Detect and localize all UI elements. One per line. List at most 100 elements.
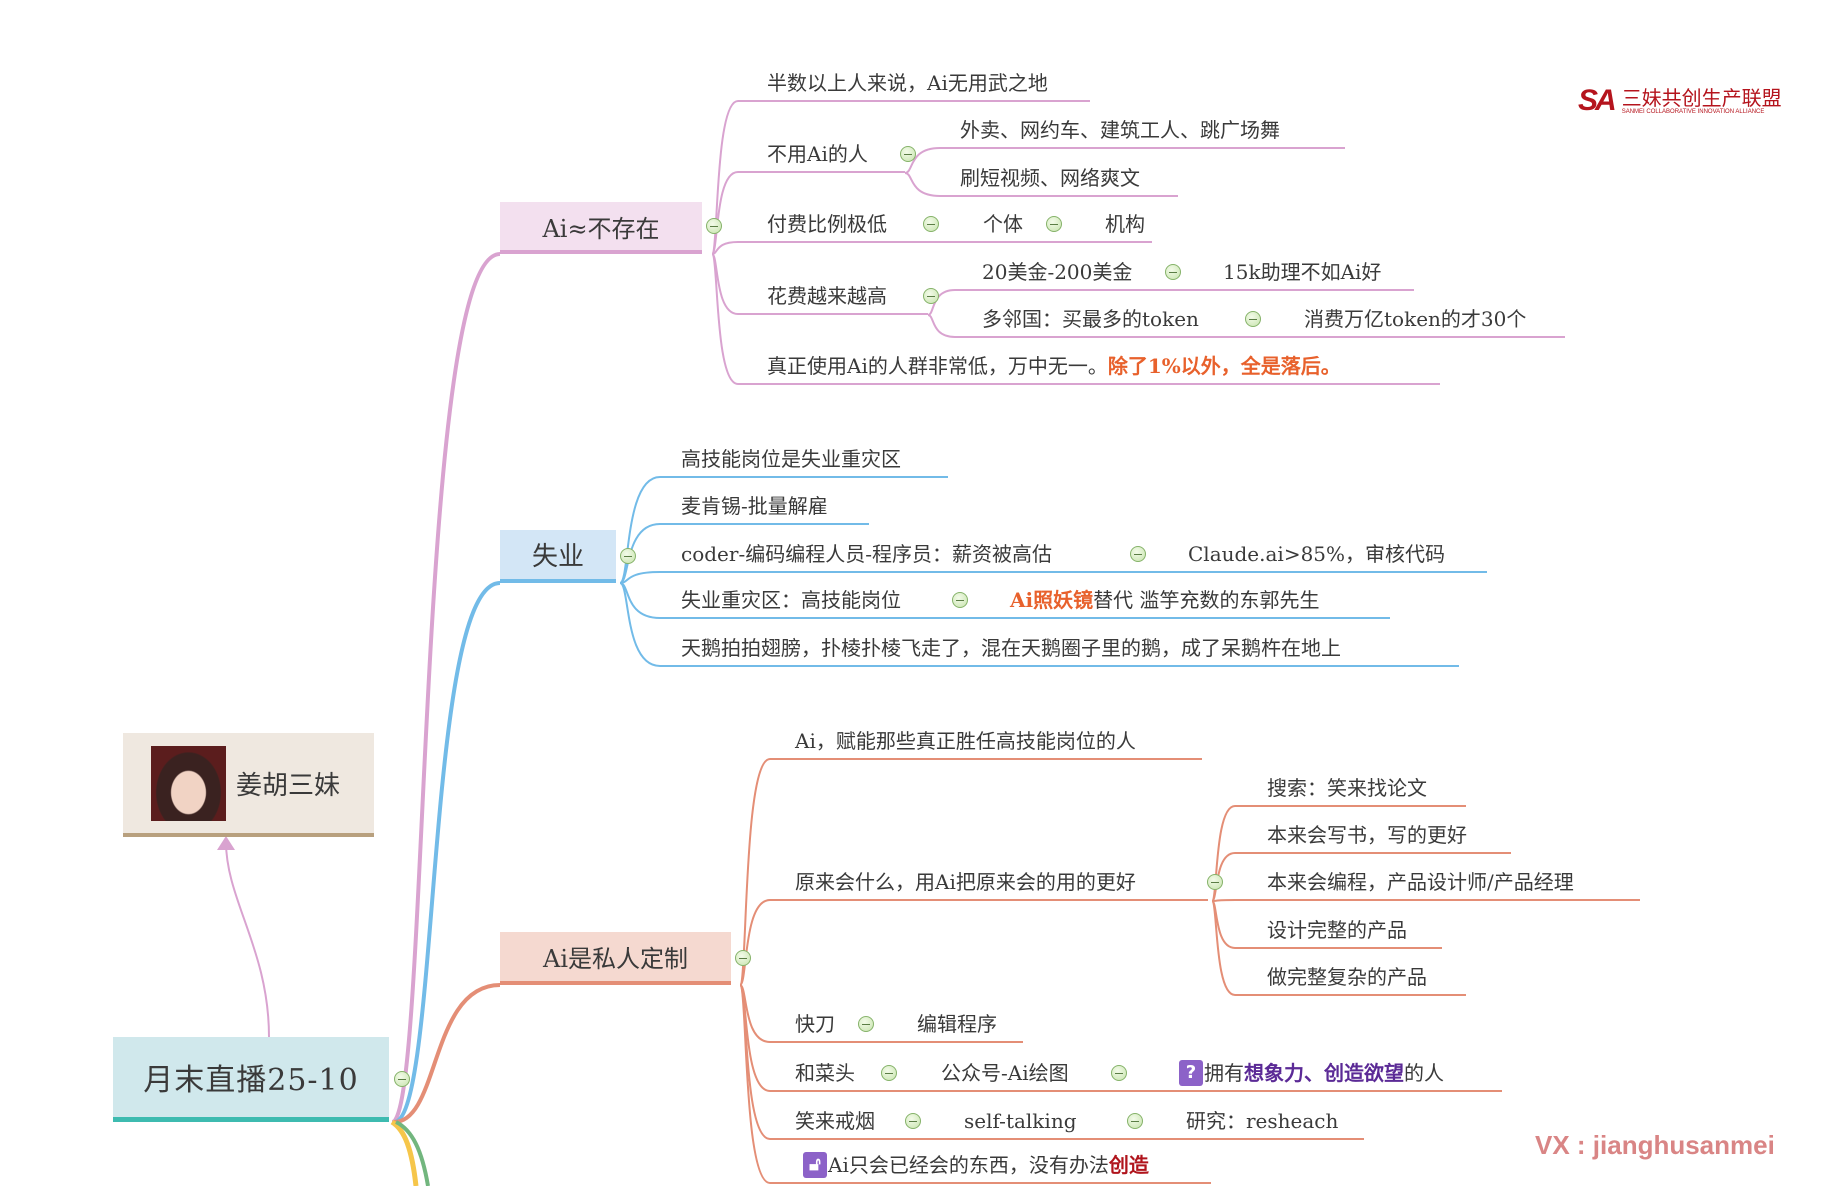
root-to-branch1-line	[390, 252, 501, 1124]
connector-curve	[711, 253, 739, 385]
root-topic[interactable]: 月末直播25-10	[113, 1037, 389, 1122]
item-text: 机构	[1105, 212, 1145, 236]
item-text-main: 真正使用Ai的人群非常低，万中无一。	[767, 354, 1108, 378]
branch-label: 失业	[531, 542, 584, 572]
highlight-text: 想象力、创造欲望	[1244, 1061, 1404, 1085]
list-item[interactable]: Ai，赋能那些真正胜任高技能岗位的人	[770, 726, 1202, 760]
item-text: 本来会编程，产品设计师/产品经理	[1267, 870, 1574, 894]
list-item[interactable]: 花费越来越高	[738, 281, 939, 315]
collapse-toggle[interactable]	[905, 1113, 921, 1129]
logo-english-name: SANMEI COLLABORATIVE INNOVATION ALLIANCE	[1621, 109, 1765, 115]
collapse-toggle[interactable]	[1130, 546, 1146, 562]
collapse-toggle[interactable]	[1046, 216, 1062, 232]
connector-curve	[927, 314, 956, 338]
branch-topic-unemployment[interactable]: 失业	[500, 530, 616, 583]
list-item[interactable]: 高技能岗位是失业重灾区	[660, 444, 948, 478]
branch-label: Ai≈不存在	[542, 214, 660, 243]
item-text: 花费越来越高	[767, 284, 887, 308]
collapse-toggle[interactable]	[923, 216, 939, 232]
item-text: Ai，赋能那些真正胜任高技能岗位的人	[795, 729, 1136, 753]
list-item[interactable]: 刷短视频、网络爽文	[940, 163, 1178, 197]
item-text-main: 替代 滥竽充数的东郭先生	[1093, 588, 1320, 612]
list-item[interactable]: 快刀 编辑程序	[770, 1009, 1023, 1043]
collapse-toggle[interactable]	[1127, 1113, 1143, 1129]
item-text: 天鹅拍拍翅膀，扑棱扑棱飞走了，混在天鹅圈子里的鹅，成了呆鹅杵在地上	[681, 636, 1341, 660]
item-text: 搜索：笑来找论文	[1267, 776, 1427, 800]
item-text: 外卖、网约车、建筑工人、跳广场舞	[960, 118, 1280, 142]
collapse-toggle[interactable]	[1245, 311, 1261, 327]
item-text: 15k助理不如Ai好	[1223, 260, 1382, 284]
item-text: 笑来戒烟	[795, 1109, 875, 1133]
root-to-branch3-line	[393, 983, 501, 1124]
watermark: VX : jianghusanmei	[1535, 1130, 1775, 1160]
list-item[interactable]: 原来会什么，用Ai把原来会的用的更好	[770, 867, 1223, 901]
item-text: 编辑程序	[917, 1012, 997, 1036]
item-text: 消费万亿token的才30个	[1304, 307, 1527, 331]
item-text: 真正使用Ai的人群非常低，万中无一。除了1%以外，全是落后。	[767, 353, 1341, 379]
list-item[interactable]: 外卖、网约车、建筑工人、跳广场舞	[940, 115, 1345, 149]
relation-arrow-line	[225, 841, 270, 1038]
list-item[interactable]: 天鹅拍拍翅膀，扑棱扑棱飞走了，混在天鹅圈子里的鹅，成了呆鹅杵在地上	[660, 633, 1459, 667]
collapse-toggle[interactable]	[858, 1016, 874, 1032]
list-item[interactable]: 和菜头公众号-Ai绘图?拥有想象力、创造欲望的人	[770, 1058, 1502, 1092]
collapse-toggle[interactable]	[900, 146, 916, 162]
connector-curve	[904, 172, 941, 197]
connector-curve	[904, 147, 941, 174]
item-text: 高技能岗位是失业重灾区	[681, 447, 901, 471]
list-item[interactable]: 不用Ai的人	[738, 139, 916, 173]
collapse-toggle[interactable]	[881, 1065, 897, 1081]
list-item[interactable]: 本来会编程，产品设计师/产品经理	[1235, 867, 1640, 901]
list-item[interactable]: 搜索：笑来找论文	[1235, 773, 1466, 807]
item-text: 和菜头	[795, 1061, 855, 1085]
connector-curve	[739, 984, 771, 1184]
connector-curve	[619, 582, 661, 667]
logo-mark-icon: SA	[1578, 84, 1617, 117]
connector-curve	[739, 899, 771, 986]
item-text: 本来会写书，写的更好	[1267, 823, 1467, 847]
item-text: Ai照妖镜替代 滥竽充数的东郭先生	[1010, 587, 1319, 613]
branch3-collapse-toggle[interactable]	[735, 950, 751, 966]
item-text: 研究：resheach	[1186, 1109, 1339, 1133]
item-text: coder-编码编程人员-程序员：薪资被高估	[681, 542, 1052, 566]
branch-topic-ai-personalized[interactable]: Ai是私人定制	[500, 932, 731, 985]
branch1-collapse-toggle[interactable]	[706, 218, 722, 234]
collapse-toggle[interactable]	[923, 288, 939, 304]
avatar	[151, 745, 226, 821]
list-item[interactable]: coder-编码编程人员-程序员：薪资被高估 Claude.ai>85%，审核代码	[660, 539, 1487, 573]
item-text: 快刀	[795, 1012, 835, 1036]
root-to-branch5-line	[395, 1120, 430, 1186]
linked-topic-node[interactable]: 姜胡三妹	[123, 733, 374, 837]
item-text: 刷短视频、网络爽文	[960, 166, 1140, 190]
collapse-toggle[interactable]	[1111, 1065, 1127, 1081]
item-text: 付费比例极低	[767, 212, 887, 236]
highlight-text: 创造	[1108, 1153, 1149, 1177]
list-item[interactable]: 付费比例极低个体机构	[738, 209, 1152, 243]
list-item[interactable]: 真正使用Ai的人群非常低，万中无一。除了1%以外，全是落后。	[738, 351, 1440, 385]
item-text: 拥有想象力、创造欲望的人	[1204, 1060, 1444, 1086]
list-item[interactable]: 半数以上人来说，Ai无用武之地	[738, 68, 1090, 102]
brand-logo: SA 三妹共创生产联盟 SANMEI COLLABORATIVE INNOVAT…	[1578, 84, 1782, 118]
list-item[interactable]: 麦肯锡-批量解雇	[660, 491, 869, 525]
collapse-toggle[interactable]	[952, 592, 968, 608]
branch2-collapse-toggle[interactable]	[620, 548, 636, 564]
item-text: 设计完整的产品	[1267, 918, 1407, 942]
item-text: Claude.ai>85%，审核代码	[1188, 542, 1446, 566]
unlock-icon: 🔓︎	[803, 1152, 827, 1178]
collapse-toggle[interactable]	[1165, 264, 1181, 280]
root-collapse-toggle[interactable]	[394, 1071, 410, 1087]
branch-topic-ai-nonexistent[interactable]: Ai≈不存在	[500, 202, 702, 254]
linked-topic-label: 姜胡三妹	[236, 770, 341, 801]
list-item[interactable]: 做完整复杂的产品	[1235, 962, 1466, 996]
item-text-main: 的人	[1404, 1061, 1444, 1085]
list-item[interactable]: 本来会写书，写的更好	[1235, 820, 1511, 854]
list-item[interactable]: 设计完整的产品	[1235, 915, 1442, 949]
collapse-toggle[interactable]	[1207, 874, 1223, 890]
item-text: 原来会什么，用Ai把原来会的用的更好	[795, 870, 1136, 894]
list-item[interactable]: 🔓︎Ai只会已经会的东西，没有办法创造	[770, 1150, 1211, 1184]
root-to-branch4-line	[390, 1119, 419, 1186]
